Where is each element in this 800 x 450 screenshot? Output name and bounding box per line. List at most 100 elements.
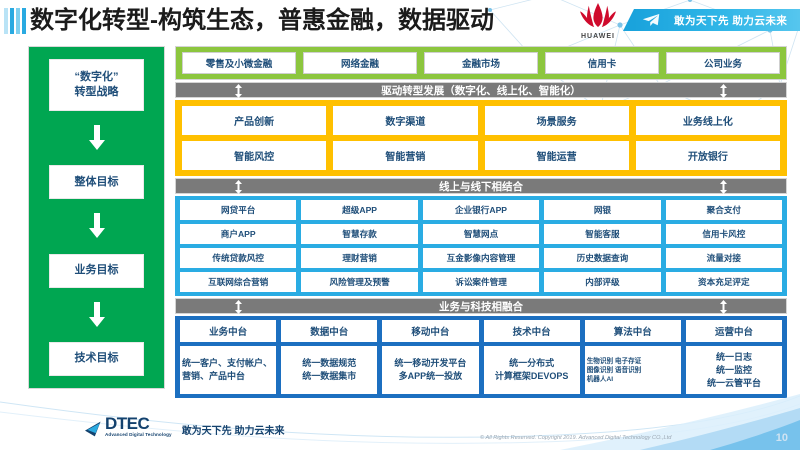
application-item-1-0[interactable]: 商户APP (180, 224, 297, 244)
capability-item-0-2[interactable]: 场景服务 (484, 106, 629, 135)
business-line-item-1[interactable]: 网络金融 (303, 52, 417, 74)
double-arrow-vertical-icon (720, 300, 727, 314)
capability-row-0: 产品创新 数字渠道 场景服务 业务线上化 (182, 106, 780, 135)
connector-bar-1-label: 驱动转型发展（数字化、线上化、智能化） (381, 84, 581, 97)
platform-column-0[interactable]: 业务中台 统一客户、支付帐户、营销、产品中台 (180, 320, 277, 394)
arrow-down-icon (88, 125, 105, 151)
strategy-item-2-label: 业务目标 (74, 264, 119, 277)
business-line-item-4[interactable]: 公司业务 (666, 52, 780, 74)
header-slogan-text: 敢为天下先 助力云未来 (674, 14, 788, 27)
application-item-1-3[interactable]: 智能客服 (544, 224, 661, 244)
footer-slogan: 敢为天下先 助力云未来 (181, 426, 285, 437)
strategy-item-1-label: 整体目标 (74, 175, 119, 188)
application-item-0-1[interactable]: 超级APP (301, 200, 418, 220)
connector-bar-3: 业务与科技相融合 (175, 298, 787, 314)
strategy-item-2[interactable]: 业务目标 (49, 253, 144, 288)
platform-column-1[interactable]: 数据中台 统一数据规范 统一数据集市 (281, 320, 378, 394)
platform-head-1: 数据中台 (281, 320, 378, 342)
application-item-2-0[interactable]: 传统贷款风控 (180, 248, 297, 268)
arrow-down-icon (88, 213, 105, 239)
application-row-0: 网贷平台 超级APP 企业银行APP 网银 聚合支付 (180, 200, 783, 220)
application-item-3-3[interactable]: 内部评级 (544, 272, 661, 292)
application-item-0-2[interactable]: 企业银行APP (422, 200, 540, 220)
business-line-item-3[interactable]: 信用卡 (545, 52, 659, 74)
platform-head-0: 业务中台 (180, 320, 277, 342)
copyright-text: © All Rights Reserved. Copyright 2019. A… (480, 435, 672, 441)
platform-body-2: 统一移动开发平台 多APP统一投放 (382, 346, 479, 394)
application-item-3-0[interactable]: 互联网综合营销 (180, 272, 297, 292)
connector-bar-2-label: 线上与线下相结合 (439, 180, 523, 193)
strategy-item-3-label: 技术目标 (74, 352, 119, 365)
application-item-3-1[interactable]: 风险管理及预警 (301, 272, 418, 292)
footer-wave-decoration (0, 390, 800, 450)
huawei-logo-icon (580, 3, 616, 27)
application-item-0-0[interactable]: 网贷平台 (180, 200, 297, 220)
paper-plane-icon (642, 14, 660, 26)
page-title: 数字化转型-构筑生态，普惠金融，数据驱动 (30, 7, 494, 34)
dtec-tagline: Advanced Digital Technology (105, 432, 172, 438)
connector-bar-3-label: 业务与科技相融合 (439, 300, 523, 313)
huawei-brand: HUAWEI (566, 2, 630, 40)
double-arrow-vertical-icon (235, 180, 242, 194)
platform-body-0: 统一客户、支付帐户、营销、产品中台 (180, 346, 277, 394)
capability-item-1-2[interactable]: 智能运营 (484, 141, 629, 170)
application-item-0-4[interactable]: 聚合支付 (665, 200, 783, 220)
page-number: 10 (775, 432, 788, 444)
capability-item-1-3[interactable]: 开放银行 (635, 141, 780, 170)
double-arrow-vertical-icon (720, 84, 727, 98)
application-item-3-4[interactable]: 资本充足评定 (665, 272, 783, 292)
architecture-stack: 零售及小微金融 网络金融 金融市场 信用卡 公司业务 驱动转型发展（数字化、线上… (175, 46, 787, 398)
double-arrow-vertical-icon (235, 84, 242, 98)
platform-head-2: 移动中台 (382, 320, 479, 342)
strategy-item-0[interactable]: “数字化”转型战略 (49, 59, 144, 111)
slide-header: 数字化转型-构筑生态，普惠金融，数据驱动 HUAWEI 敢为天下先 助力云未来 (0, 0, 800, 42)
platform-head-3: 技术中台 (483, 320, 580, 342)
application-row-2: 传统贷款风控 理财营销 互金影像内容管理 历史数据查询 流量对接 (180, 248, 783, 268)
double-arrow-vertical-icon (235, 300, 242, 314)
platform-head-5: 运营中台 (685, 320, 783, 342)
application-item-1-4[interactable]: 信用卡风控 (665, 224, 783, 244)
capability-row-1: 智能风控 智能营销 智能运营 开放银行 (182, 141, 780, 170)
strategy-item-3[interactable]: 技术目标 (49, 341, 144, 376)
capability-item-0-0[interactable]: 产品创新 (182, 106, 327, 135)
platform-head-4: 算法中台 (584, 320, 681, 342)
capability-item-0-1[interactable]: 数字渠道 (333, 106, 478, 135)
dtec-arrow-icon (85, 421, 101, 437)
business-line-row: 零售及小微金融 网络金融 金融市场 信用卡 公司业务 (182, 52, 780, 74)
application-item-2-1[interactable]: 理财营销 (301, 248, 418, 268)
platform-columns: 业务中台 统一客户、支付帐户、营销、产品中台 数据中台 统一数据规范 统一数据集… (180, 320, 783, 394)
connector-bar-2: 线上与线下相结合 (175, 178, 787, 194)
application-band: 网贷平台 超级APP 企业银行APP 网银 聚合支付 商户APP 智慧存款 智慧… (175, 196, 787, 296)
strategy-item-1[interactable]: 整体目标 (49, 165, 144, 200)
business-line-item-0[interactable]: 零售及小微金融 (182, 52, 296, 74)
huawei-wordmark: HUAWEI (581, 33, 615, 40)
application-item-1-1[interactable]: 智慧存款 (301, 224, 418, 244)
arrow-down-icon (88, 301, 105, 327)
dtec-wordmark: DTEC (105, 414, 150, 434)
platform-body-5: 统一日志 统一监控 统一云管平台 (685, 346, 783, 394)
double-arrow-vertical-icon (720, 180, 727, 194)
header-slogan-banner: 敢为天下先 助力云未来 (623, 9, 800, 31)
application-item-2-3[interactable]: 历史数据查询 (544, 248, 661, 268)
application-item-3-2[interactable]: 诉讼案件管理 (422, 272, 540, 292)
title-stripe-decoration (4, 8, 26, 34)
capability-item-0-3[interactable]: 业务线上化 (635, 106, 780, 135)
platform-column-4[interactable]: 算法中台 生物识别 电子存证 图像识别 语音识别 机器人AI (584, 320, 681, 394)
strategy-column: “数字化”转型战略 整体目标 业务目标 技术目标 (28, 46, 165, 389)
capability-item-1-0[interactable]: 智能风控 (182, 141, 327, 170)
application-item-0-3[interactable]: 网银 (544, 200, 661, 220)
business-line-item-2[interactable]: 金融市场 (424, 52, 538, 74)
connector-bar-1: 驱动转型发展（数字化、线上化、智能化） (175, 82, 787, 98)
application-item-2-4[interactable]: 流量对接 (665, 248, 783, 268)
application-item-1-2[interactable]: 智慧网点 (422, 224, 540, 244)
platform-body-1: 统一数据规范 统一数据集市 (281, 346, 378, 394)
platform-column-5[interactable]: 运营中台 统一日志 统一监控 统一云管平台 (685, 320, 783, 394)
platform-column-2[interactable]: 移动中台 统一移动开发平台 多APP统一投放 (382, 320, 479, 394)
capability-band: 产品创新 数字渠道 场景服务 业务线上化 智能风控 智能营销 智能运营 开放银行 (175, 100, 787, 176)
platform-column-3[interactable]: 技术中台 统一分布式 计算框架DEVOPS (483, 320, 580, 394)
capability-item-1-1[interactable]: 智能营销 (333, 141, 478, 170)
dtec-logo: DTEC Advanced Digital Technology 敢为天下先 助… (84, 415, 284, 438)
application-item-2-2[interactable]: 互金影像内容管理 (422, 248, 540, 268)
application-row-3: 互联网综合营销 风险管理及预警 诉讼案件管理 内部评级 资本充足评定 (180, 272, 783, 292)
